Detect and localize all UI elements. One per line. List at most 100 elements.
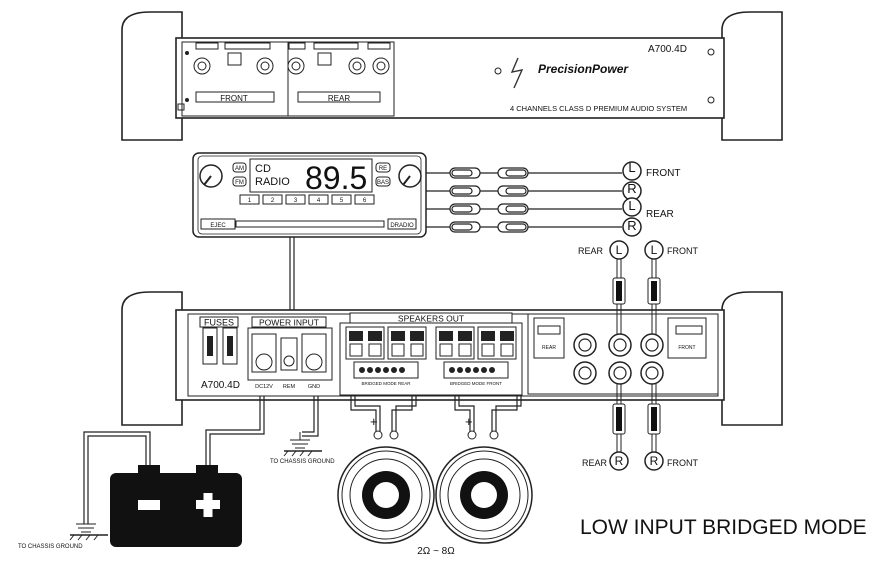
bridge-dot bbox=[367, 367, 373, 373]
bridge-dot bbox=[359, 367, 365, 373]
bas-button[interactable] bbox=[375, 176, 391, 187]
rca-out-l-2: L bbox=[628, 198, 635, 213]
preset-button-label: 6 bbox=[363, 198, 367, 204]
power-terminal-label: DC12V bbox=[255, 384, 273, 390]
preset-button[interactable] bbox=[331, 194, 352, 205]
terminal-screw bbox=[481, 331, 495, 341]
top-front-label: FRONT bbox=[220, 94, 248, 103]
fm-button-label: FM bbox=[235, 180, 244, 186]
fm-button[interactable] bbox=[232, 176, 247, 187]
plus-sign-front: + bbox=[465, 414, 473, 429]
bas-button-label: BAS bbox=[377, 180, 389, 186]
rca-plug-detail bbox=[651, 281, 657, 301]
source-line-2: RADIO bbox=[255, 176, 290, 188]
fuses-label: FUSES bbox=[204, 318, 234, 328]
rca-jack[interactable] bbox=[640, 361, 664, 385]
dc12v-terminal[interactable] bbox=[251, 333, 277, 373]
preset-button[interactable] bbox=[262, 194, 283, 205]
radio-button-label: DRADIO bbox=[390, 223, 414, 229]
terminal-screw bbox=[410, 331, 424, 341]
bridge-dot bbox=[375, 367, 381, 373]
preset-button[interactable] bbox=[239, 194, 260, 205]
rem-terminal[interactable] bbox=[280, 337, 298, 371]
speaker-terminal-block[interactable] bbox=[387, 326, 427, 360]
am-button-label: AM bbox=[235, 166, 244, 172]
rca-jack[interactable] bbox=[573, 333, 597, 357]
rca-connector-label: R bbox=[615, 454, 624, 468]
rca-connector-ring bbox=[622, 161, 642, 181]
rca-in-rear-top: REAR bbox=[578, 246, 604, 256]
impedance-label: 2Ω ~ 8Ω bbox=[417, 546, 455, 556]
rca-connector-ring bbox=[644, 451, 664, 471]
gnd-terminal[interactable] bbox=[301, 333, 327, 373]
eject-label: EJEC bbox=[210, 223, 226, 229]
rca-jack-inner bbox=[613, 366, 627, 380]
rca-plug-detail bbox=[616, 281, 622, 301]
top-tagline: 4 CHANNELS CLASS D PREMIUM AUDIO SYSTEM bbox=[510, 104, 687, 113]
terminal-screw bbox=[439, 331, 453, 341]
rca-jack-inner bbox=[578, 366, 592, 380]
rca-plug-detail bbox=[616, 407, 622, 431]
chassis-ground-label-2: TO CHASSIS GROUND bbox=[18, 544, 83, 550]
rca-jack[interactable] bbox=[573, 361, 597, 385]
rca-jack[interactable] bbox=[640, 333, 664, 357]
front-speaker-icon bbox=[435, 446, 533, 544]
source-line-1: CD bbox=[255, 163, 271, 175]
rca-plug-detail bbox=[651, 407, 657, 431]
am-button[interactable] bbox=[232, 162, 247, 173]
terminal-opening bbox=[500, 343, 514, 357]
speaker-terminal-block[interactable] bbox=[435, 326, 475, 360]
bridge-dot bbox=[465, 367, 471, 373]
radio-button[interactable] bbox=[387, 218, 417, 230]
re-button-label: RE bbox=[379, 166, 387, 172]
power-terminal-label: GND bbox=[308, 384, 320, 390]
chassis-ground-icon bbox=[283, 432, 322, 457]
rca-in-front-top: FRONT bbox=[667, 246, 698, 256]
rca-connector-ring bbox=[622, 217, 642, 237]
rca-connector-ring bbox=[609, 451, 629, 471]
bolt-logo-icon bbox=[510, 57, 524, 89]
eject-button[interactable] bbox=[200, 218, 236, 230]
re-button[interactable] bbox=[375, 162, 391, 173]
rca-plug-detail bbox=[505, 223, 527, 231]
rca-jack[interactable] bbox=[608, 361, 632, 385]
volume-knob[interactable] bbox=[199, 164, 223, 188]
rca-out-r-1: R bbox=[627, 181, 636, 196]
amp-rca-inputs bbox=[573, 333, 664, 385]
rca-out-l-1: L bbox=[628, 160, 635, 175]
rca-jack-inner bbox=[578, 338, 592, 352]
fuse-1 bbox=[202, 327, 218, 365]
rear-small-label: REAR bbox=[542, 345, 556, 351]
frequency-display: 89.5 bbox=[305, 160, 367, 196]
preset-button[interactable] bbox=[308, 194, 329, 205]
chassis-ground-icon bbox=[69, 523, 108, 541]
speaker-wiring bbox=[350, 396, 522, 432]
terminal-opening bbox=[349, 343, 363, 357]
speaker-terminals bbox=[345, 326, 517, 373]
rca-out-front-label: FRONT bbox=[646, 168, 680, 179]
rca-jack-inner bbox=[613, 338, 627, 352]
rca-jack[interactable] bbox=[608, 333, 632, 357]
chassis-ground-label-1: TO CHASSIS GROUND bbox=[270, 459, 335, 465]
speaker-terminal-block[interactable] bbox=[345, 326, 385, 360]
power-wiring bbox=[83, 396, 319, 524]
tune-knob[interactable] bbox=[398, 164, 422, 188]
rca-out-r-2: R bbox=[627, 218, 636, 233]
display-panel bbox=[249, 158, 373, 193]
power-terminal-label: REM bbox=[283, 384, 296, 390]
speaker-terminal-block[interactable] bbox=[477, 326, 517, 360]
preset-button[interactable] bbox=[285, 194, 306, 205]
fuse-2 bbox=[222, 327, 238, 365]
terminal-opening bbox=[481, 343, 495, 357]
preset-button-label: 5 bbox=[340, 198, 344, 204]
cd-slot bbox=[235, 220, 385, 228]
preset-button[interactable] bbox=[354, 194, 375, 205]
terminal-screw bbox=[500, 331, 514, 341]
terminal-screw bbox=[391, 331, 405, 341]
front-small-label: FRONT bbox=[678, 345, 695, 351]
